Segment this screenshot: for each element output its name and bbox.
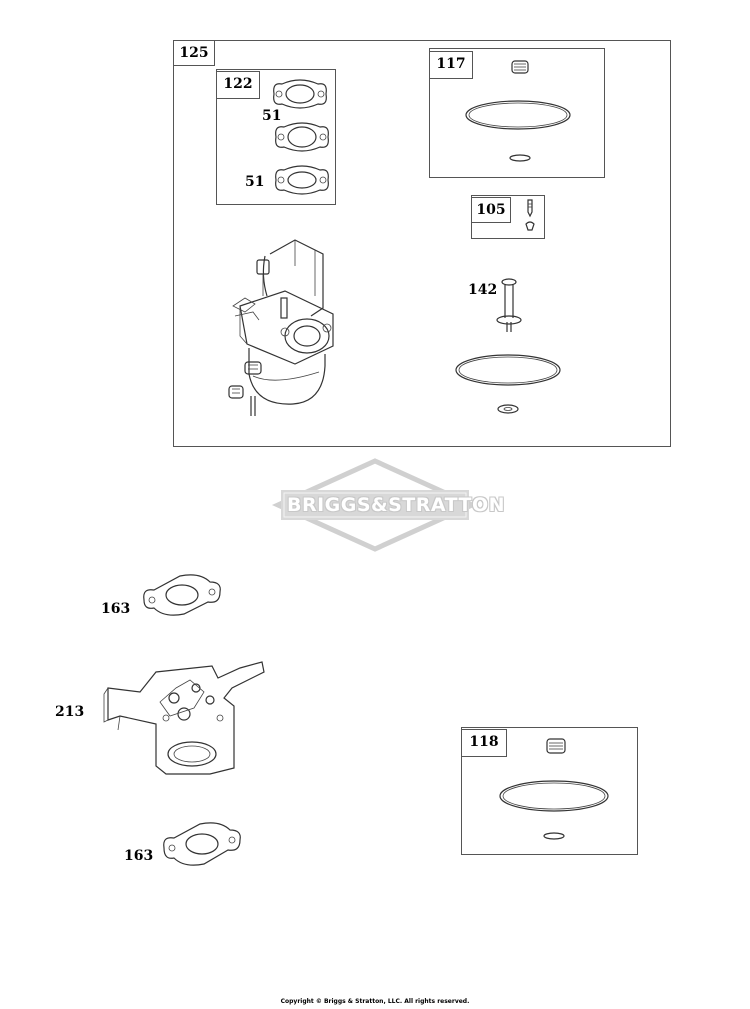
gasket-drawing-bottom[interactable] (270, 162, 334, 198)
large-o-ring-drawing[interactable] (452, 350, 572, 420)
gasket-lower-number[interactable]: 51 (245, 174, 265, 190)
main-kit-label[interactable]: 125 (173, 40, 215, 66)
gasket-upper-number[interactable]: 51 (262, 108, 282, 124)
briggs-stratton-logo (271, 458, 479, 552)
bracket-drawing[interactable] (100, 658, 270, 776)
fuel-pin-number[interactable]: 142 (468, 282, 498, 298)
gasket-kit-frame (216, 69, 336, 205)
seal-kit-118-drawing[interactable] (494, 732, 614, 844)
copyright-footer: Copyright © Briggs & Stratton, LLC. All … (280, 998, 470, 1005)
main-kit-frame (173, 40, 671, 447)
seal-kit-117-label[interactable]: 117 (429, 51, 473, 79)
gasket-drawing-middle[interactable] (270, 118, 334, 156)
seal-kit-118-label[interactable]: 118 (461, 729, 507, 757)
seal-kit-118-frame (461, 727, 638, 855)
seal-kit-117-frame (429, 48, 605, 178)
mount-gasket-bottom-drawing[interactable] (160, 818, 244, 868)
needle-kit-drawing[interactable] (518, 198, 542, 234)
gasket-kit-label[interactable]: 122 (216, 71, 260, 99)
fuel-pin-drawing[interactable] (492, 276, 526, 336)
seal-kit-117-drawing[interactable] (460, 55, 580, 165)
needle-kit-label[interactable]: 105 (471, 197, 511, 223)
watermark-text: BRIGGS&STRATTON (287, 494, 506, 516)
carburetor-drawing[interactable] (215, 236, 345, 418)
bracket-number[interactable]: 213 (55, 704, 85, 720)
gasket-drawing-top[interactable] (268, 76, 332, 112)
mount-gasket-top-number[interactable]: 163 (101, 601, 131, 617)
mount-gasket-top-drawing[interactable] (140, 570, 224, 618)
mount-gasket-bottom-number[interactable]: 163 (124, 848, 154, 864)
